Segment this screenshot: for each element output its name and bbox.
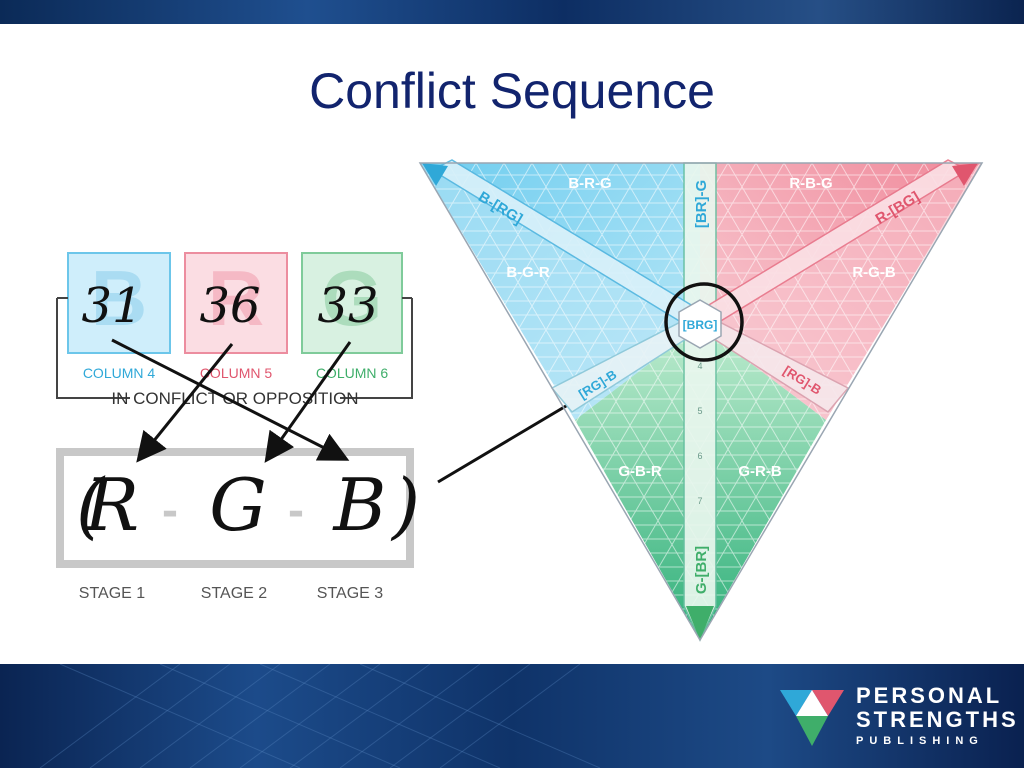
brand-line-2: STRENGTHS <box>856 707 1019 732</box>
score-columns: B R G 31 36 33 COLUMN 4 COLUMN 5 COLUMN … <box>67 252 403 381</box>
score-green: 33 <box>317 278 378 334</box>
column-letter-blue: B <box>91 254 147 342</box>
score-blue: 31 <box>81 278 142 334</box>
arrow-36-to-r <box>136 343 234 463</box>
page-title: Conflict Sequence <box>309 63 715 119</box>
sequence-dash-2: - <box>288 484 304 537</box>
arrow-33-to-g <box>264 341 352 463</box>
sds-triangle: B-R-G R-B-G B-G-R R-G-B G-B-R G-R-B B-[R… <box>418 159 984 642</box>
region-grb: G-R-B <box>738 463 781 480</box>
sequence-b: B <box>332 463 387 547</box>
column-letter-red: R <box>208 254 264 342</box>
brand-line-3: PUBLISHING <box>856 735 984 747</box>
scale-5: 5 <box>697 406 702 416</box>
conflict-diagram: B R G 31 36 33 COLUMN 4 COLUMN 5 COLUMN … <box>56 159 984 642</box>
stage-label-2: STAGE 2 <box>201 585 267 602</box>
sequence-dash-1: - <box>162 484 178 537</box>
region-brg: B-R-G <box>568 175 611 192</box>
arrow-bands <box>422 159 978 642</box>
brand-line-1: PERSONAL <box>856 683 1003 708</box>
column-box-red <box>184 252 288 354</box>
column-label-green: COLUMN 6 <box>316 365 389 381</box>
column-label-blue: COLUMN 4 <box>83 365 156 381</box>
column-box-green <box>301 252 403 354</box>
sequence-r: R <box>83 463 139 547</box>
scale-7: 7 <box>697 496 702 506</box>
scale-6: 6 <box>697 451 702 461</box>
top-banner <box>0 0 1024 24</box>
scale-4: 4 <box>697 361 702 371</box>
bracket-label: IN CONFLICT OR OPPOSITION <box>111 389 358 408</box>
center-circle-highlight <box>664 282 744 362</box>
opposition-bracket: IN CONFLICT OR OPPOSITION <box>56 297 413 408</box>
sequence-box: ( R - G - B ) <box>56 448 420 568</box>
arrow-label-br-g: [BR]-G <box>693 180 710 228</box>
region-rgb: R-G-B <box>852 264 895 281</box>
brand-block: PERSONAL STRENGTHS PUBLISHING <box>776 682 1016 754</box>
sequence-g: G <box>209 463 267 547</box>
arrow-label-g-br: G-[BR] <box>693 546 710 594</box>
stage-label-3: STAGE 3 <box>317 585 383 602</box>
region-bgr: B-G-R <box>506 264 549 281</box>
sequence-open-paren: ( <box>76 463 106 547</box>
region-rbg: R-B-G <box>789 175 832 192</box>
score-red: 36 <box>199 278 260 334</box>
arrow-31-to-b <box>111 338 350 461</box>
column-letter-green: G <box>322 254 383 342</box>
column-box-blue <box>67 252 171 354</box>
brand-logo-icon <box>780 690 844 746</box>
footer-grid-lines <box>39 664 601 768</box>
center-hexagon <box>678 299 722 349</box>
stage-label-1: STAGE 1 <box>79 585 145 602</box>
footer-banner: PERSONAL STRENGTHS PUBLISHING <box>0 664 1024 768</box>
center-label: [BRG] <box>683 318 718 332</box>
region-gbr: G-B-R <box>618 463 661 480</box>
column-label-red: COLUMN 5 <box>200 365 273 381</box>
sequence-close-paren: ) <box>390 463 420 547</box>
